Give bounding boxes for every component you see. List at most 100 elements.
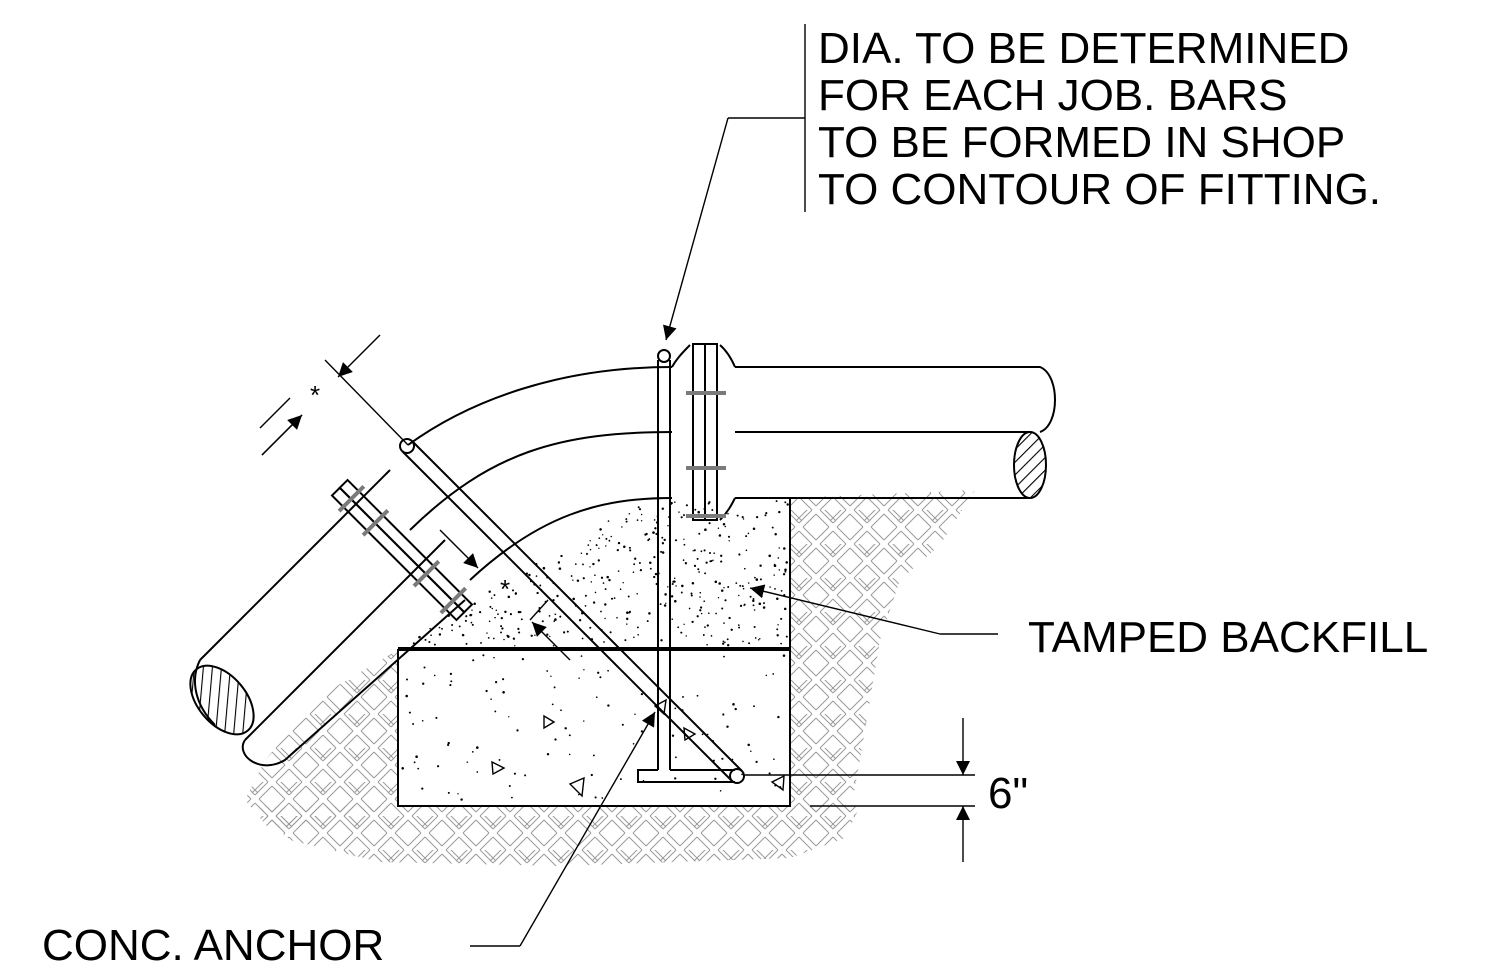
stipple-dot	[500, 616, 503, 620]
stipple-dot	[601, 797, 604, 799]
stipple-dot	[578, 793, 580, 796]
stipple-dot	[605, 545, 607, 547]
stipple-dot	[590, 773, 593, 777]
stipple-dot	[776, 597, 779, 601]
stipple-dot	[778, 547, 780, 549]
stipple-dot	[438, 626, 441, 629]
stipple-dot	[720, 560, 723, 563]
stipple-dot	[749, 595, 752, 598]
stipple-dot	[712, 559, 714, 561]
stipple-dot	[517, 627, 520, 631]
stipple-dot	[680, 631, 683, 634]
stipple-dot	[702, 634, 705, 636]
stipple-dot	[722, 640, 725, 643]
stipple-dot	[576, 579, 580, 583]
stipple-dot	[636, 519, 639, 521]
stipple-dot	[617, 541, 621, 545]
stipple-dot	[553, 620, 556, 623]
stipple-dot	[636, 592, 638, 595]
stipple-dot	[625, 617, 629, 621]
stipple-dot	[700, 612, 703, 615]
stipple-dot	[564, 727, 567, 730]
stipple-dot	[780, 617, 783, 620]
stipple-dot	[580, 655, 583, 657]
stipple-dot	[768, 554, 771, 558]
stipple-dot	[754, 576, 756, 579]
stipple-dot	[697, 510, 700, 514]
stipple-dot	[774, 588, 776, 590]
stipple-dot	[417, 767, 420, 770]
stipple-dot	[476, 746, 479, 749]
stipple-dot	[647, 539, 650, 542]
stipple-dot	[629, 549, 632, 552]
stipple-dot	[551, 703, 554, 706]
stipple-dot	[607, 520, 610, 522]
stipple-dot	[508, 716, 510, 718]
stipple-dot	[753, 609, 756, 611]
stipple-dot	[752, 598, 755, 600]
stipple-dot	[698, 571, 700, 573]
stipple-dot	[412, 642, 415, 645]
stipple-dot	[556, 594, 559, 598]
stipple-dot	[554, 738, 557, 741]
stipple-dot	[664, 593, 667, 596]
stipple-dot	[422, 682, 425, 685]
stipple-dot	[521, 657, 525, 661]
stipple-dot	[406, 678, 408, 681]
stipple-dot	[619, 588, 622, 590]
stipple-dot	[660, 550, 663, 553]
stipple-dot	[640, 692, 644, 696]
stipple-dot	[613, 597, 616, 599]
stipple-dot	[488, 620, 491, 623]
stipple-dot	[514, 592, 517, 595]
stipple-dot	[539, 584, 542, 587]
stipple-dot	[683, 543, 686, 546]
stipple-dot	[720, 554, 723, 557]
stipple-dot	[518, 631, 521, 634]
stipple-dot	[683, 623, 685, 626]
stipple-dot	[464, 619, 467, 622]
stipple-dot	[699, 596, 701, 598]
stipple-dot	[667, 586, 669, 588]
stipple-dot	[471, 623, 474, 626]
stipple-dot	[652, 531, 655, 534]
stipple-dot	[607, 669, 609, 672]
stipple-dot	[759, 638, 761, 640]
stipple-dot	[603, 641, 605, 643]
stipple-dot	[654, 572, 658, 576]
stipple-dot	[494, 680, 498, 684]
stipple-dot	[640, 730, 644, 733]
stipple-dot	[583, 669, 585, 671]
stipple-dot	[606, 575, 609, 579]
stipple-dot	[742, 640, 744, 643]
stipple-dot	[734, 707, 737, 711]
stipple-dot	[786, 503, 789, 506]
stipple-dot	[626, 611, 629, 614]
stipple-dot	[429, 627, 431, 630]
stipple-dot	[675, 585, 677, 587]
stipple-dot	[501, 627, 504, 630]
stipple-dot	[703, 600, 706, 603]
stipple-dot	[782, 573, 786, 576]
stipple-dot	[461, 633, 465, 637]
stipple-dot	[739, 604, 743, 608]
note-line-3: TO BE FORMED IN SHOP	[818, 118, 1345, 167]
conc-anchor-label: CONC. ANCHOR	[42, 921, 384, 970]
stipple-dot	[470, 621, 473, 624]
stipple-dot	[433, 643, 436, 646]
stipple-dot	[590, 581, 593, 583]
stipple-dot	[723, 622, 725, 624]
stipple-dot	[418, 635, 421, 639]
stipple-dot	[714, 777, 717, 780]
stipple-dot	[724, 641, 726, 644]
stipple-dot	[530, 634, 533, 637]
stipple-dot	[536, 591, 539, 595]
stipple-dot	[660, 639, 663, 642]
stipple-dot	[421, 719, 424, 722]
stipple-dot	[710, 635, 713, 637]
stipple-dot	[585, 552, 589, 555]
note-text: DIA. TO BE DETERMINED FOR EACH JOB. BARS…	[818, 24, 1381, 214]
asterisk-label-top: *	[310, 380, 320, 410]
stipple-dot	[609, 631, 612, 634]
stipple-dot	[638, 508, 642, 511]
